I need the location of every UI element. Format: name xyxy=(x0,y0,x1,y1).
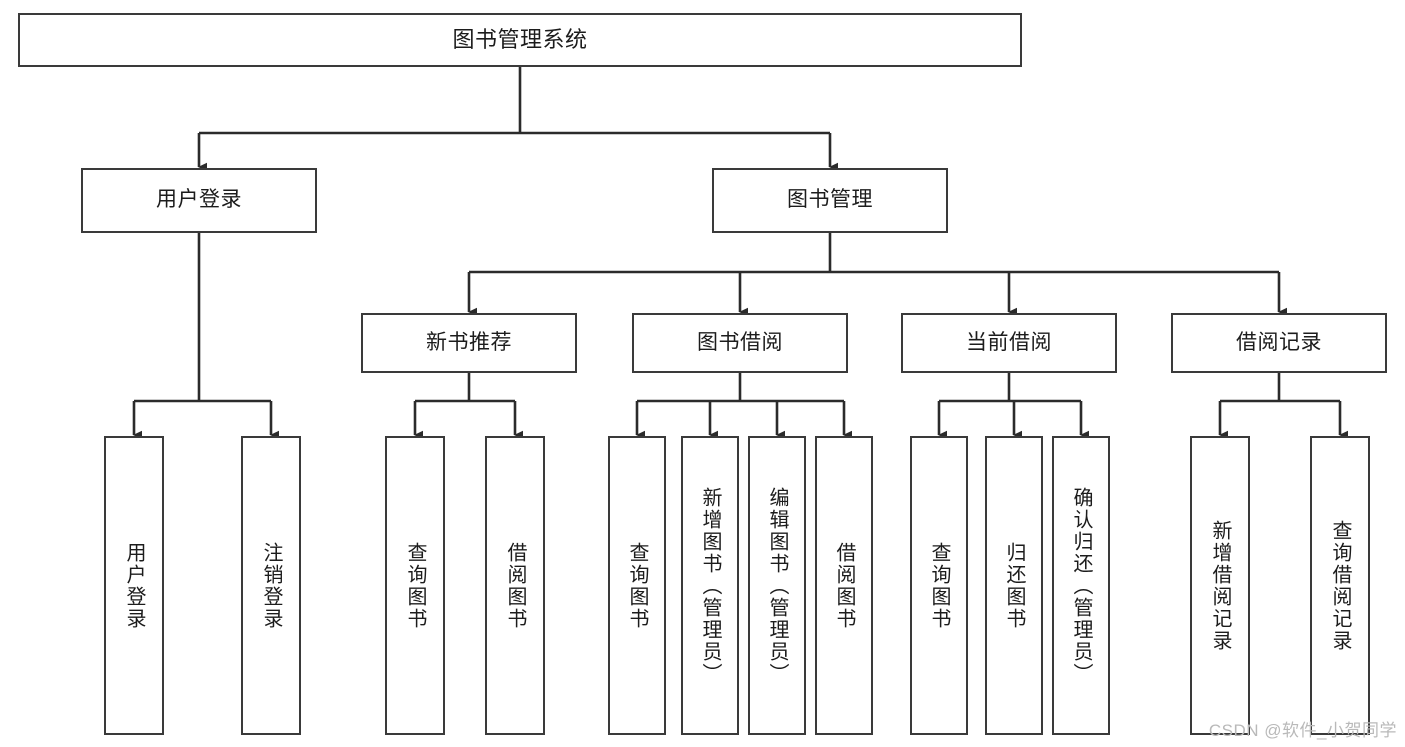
node-leaf-logout-login[interactable]: 注销登录 xyxy=(241,436,301,735)
node-leaf-borrow-book-2[interactable]: 借阅图书 xyxy=(815,436,873,735)
node-leaf-borrow-book-2-label: 借阅图书 xyxy=(833,541,855,630)
node-book-manage-label: 图书管理 xyxy=(787,188,873,212)
node-root-label: 图书管理系统 xyxy=(452,27,588,53)
node-leaf-confirm-return-label: 确认归还（管理员） xyxy=(1070,486,1092,685)
node-leaf-query-book-2-label: 查询图书 xyxy=(626,541,648,630)
node-leaf-add-book[interactable]: 新增图书（管理员） xyxy=(681,436,739,735)
node-user-login-label: 用户登录 xyxy=(156,188,242,212)
node-leaf-add-record[interactable]: 新增借阅记录 xyxy=(1190,436,1250,735)
node-borrow-record-label: 借阅记录 xyxy=(1236,330,1322,354)
node-root[interactable]: 图书管理系统 xyxy=(18,13,1022,67)
node-current-borrow[interactable]: 当前借阅 xyxy=(901,313,1117,373)
node-leaf-borrow-book-1[interactable]: 借阅图书 xyxy=(485,436,545,735)
node-leaf-edit-book-label: 编辑图书（管理员） xyxy=(766,486,788,685)
node-leaf-return-book-label: 归还图书 xyxy=(1003,541,1025,630)
node-leaf-add-record-label: 新增借阅记录 xyxy=(1209,519,1231,652)
node-book-manage[interactable]: 图书管理 xyxy=(712,168,948,233)
node-leaf-query-book-3-label: 查询图书 xyxy=(928,541,950,630)
node-leaf-logout-login-label: 注销登录 xyxy=(260,541,282,630)
node-leaf-query-record[interactable]: 查询借阅记录 xyxy=(1310,436,1370,735)
node-leaf-return-book[interactable]: 归还图书 xyxy=(985,436,1043,735)
node-book-borrow-label: 图书借阅 xyxy=(697,330,783,354)
node-leaf-user-login-label: 用户登录 xyxy=(123,541,145,630)
node-leaf-borrow-book-1-label: 借阅图书 xyxy=(504,541,526,630)
node-leaf-query-record-label: 查询借阅记录 xyxy=(1329,519,1351,652)
node-leaf-confirm-return[interactable]: 确认归还（管理员） xyxy=(1052,436,1110,735)
node-leaf-edit-book[interactable]: 编辑图书（管理员） xyxy=(748,436,806,735)
node-user-login[interactable]: 用户登录 xyxy=(81,168,317,233)
node-borrow-record[interactable]: 借阅记录 xyxy=(1171,313,1387,373)
node-new-book-rec[interactable]: 新书推荐 xyxy=(361,313,577,373)
node-leaf-query-book-3[interactable]: 查询图书 xyxy=(910,436,968,735)
node-book-borrow[interactable]: 图书借阅 xyxy=(632,313,848,373)
node-new-book-rec-label: 新书推荐 xyxy=(426,330,512,354)
node-leaf-query-book-2[interactable]: 查询图书 xyxy=(608,436,666,735)
node-leaf-add-book-label: 新增图书（管理员） xyxy=(699,486,721,685)
node-leaf-user-login[interactable]: 用户登录 xyxy=(104,436,164,735)
node-leaf-query-book-1[interactable]: 查询图书 xyxy=(385,436,445,735)
node-current-borrow-label: 当前借阅 xyxy=(966,330,1052,354)
node-leaf-query-book-1-label: 查询图书 xyxy=(404,541,426,630)
